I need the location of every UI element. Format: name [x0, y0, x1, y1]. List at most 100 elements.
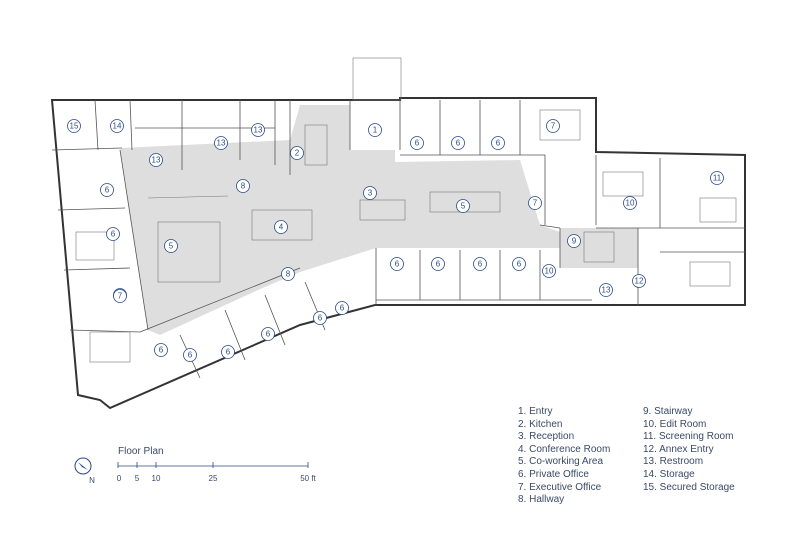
room-tag-circle [290, 146, 304, 160]
room-tag-circle [335, 301, 349, 315]
room-tag-circle [491, 136, 505, 150]
room-tag-circle [261, 327, 275, 341]
room-tag-label: 6 [188, 351, 193, 360]
room-tag-circle [281, 267, 295, 281]
room-tag-label: 14 [113, 122, 122, 131]
room-tag-circle [710, 171, 724, 185]
legend-item: 2. Kitchen [518, 418, 563, 430]
room-tag-circle [567, 234, 581, 248]
conference-floor [228, 196, 345, 278]
room-tag-circle [368, 123, 382, 137]
room-tag-label: 8 [241, 182, 246, 191]
room-tag-label: 10 [545, 267, 554, 276]
room-tag-label: 9 [572, 237, 577, 246]
room-tag-circle [149, 153, 163, 167]
room-tag-label: 6 [395, 260, 400, 269]
legend-item: 14. Storage [643, 468, 695, 480]
scale-bar: 0 5 10 25 50 ft [117, 462, 317, 483]
scale-tick-0: 0 [117, 474, 122, 483]
room-tag-circle [546, 119, 560, 133]
room-tag-label: 13 [254, 126, 263, 135]
room-tag-circle [110, 119, 124, 133]
room-tag-label: 6 [436, 260, 441, 269]
north-label: N [89, 476, 95, 485]
legend-item: 13. Restroom [643, 456, 704, 468]
legend-column-2: 9. Stairway 10. Edit Room 11. Screening … [643, 406, 735, 494]
room-tag-label: 5 [169, 242, 174, 251]
room-tag-circle [431, 257, 445, 271]
legend-item: 3. Reception [518, 431, 575, 443]
scale-tick-10: 10 [152, 474, 161, 483]
room-tag-circle [236, 179, 250, 193]
room-tag-label: 7 [551, 122, 556, 131]
room-tag-circle [251, 123, 265, 137]
room-tag-label: 6 [340, 304, 345, 313]
legend-item: 5. Co-working Area [518, 456, 604, 468]
room-tag-circle [214, 136, 228, 150]
room-tag-circle [451, 136, 465, 150]
room-tag-label: 6 [226, 348, 231, 357]
room-tag-circle [113, 289, 127, 303]
legend-item: 11. Screening Room [643, 431, 734, 443]
room-tag-label: 10 [626, 199, 635, 208]
furniture [75, 57, 737, 363]
room-tag-circle [313, 311, 327, 325]
room-tag-circle [623, 196, 637, 210]
room-tag-circle [106, 227, 120, 241]
scale-tick-5: 5 [135, 474, 140, 483]
room-tag-circle [632, 274, 646, 288]
room-tag-label: 1 [373, 126, 378, 135]
room-tag-label: 6 [496, 139, 501, 148]
room-tag-circle [67, 119, 81, 133]
legend-item: 7. Executive Office [518, 481, 602, 493]
room-tag-circle [528, 196, 542, 210]
plan-title: Floor Plan [118, 446, 164, 457]
room-tag-circle [164, 239, 178, 253]
legend-item: 8. Hallway [518, 494, 565, 506]
room-tag-circle [599, 283, 613, 297]
legend-item: 15. Secured Storage [643, 481, 735, 493]
room-tag-label: 5 [461, 202, 466, 211]
legend-column-1: 1. Entry 2. Kitchen 3. Reception 4. Conf… [518, 406, 610, 507]
room-tag-label: 7 [533, 199, 538, 208]
room-tag-circle [410, 136, 424, 150]
room-tag-label: 13 [152, 156, 161, 165]
room-tag-label: 6 [318, 314, 323, 323]
room-tag-circle [390, 257, 404, 271]
room-tag-label: 6 [111, 230, 116, 239]
room-tag-label: 6 [456, 139, 461, 148]
room-tag-label: 15 [70, 122, 79, 131]
room-tag-circle [542, 264, 556, 278]
room-tag-circle [274, 220, 288, 234]
room-tag-label: 8 [286, 270, 291, 279]
room-tag-label: 2 [295, 149, 300, 158]
scale-tick-50: 50 ft [300, 474, 316, 483]
room-tag-label: 6 [159, 346, 164, 355]
legend-item: 10. Edit Room [643, 418, 707, 430]
legend-item: 4. Conference Room [518, 443, 611, 455]
room-tag-label: 6 [517, 260, 522, 269]
room-tag-circle [363, 186, 377, 200]
outer-wall [50, 97, 746, 410]
room-tag-circle [473, 257, 487, 271]
room-tag-circle [154, 343, 168, 357]
room-tag-circle [183, 348, 197, 362]
room-tag-label: 6 [105, 186, 110, 195]
room-tag-label: 13 [602, 286, 611, 295]
room-tag-label: 6 [415, 139, 420, 148]
room-tag-circle [100, 183, 114, 197]
legend-item: 1. Entry [518, 406, 553, 417]
room-tag-label: 6 [478, 260, 483, 269]
room-tag-label: 3 [368, 189, 373, 198]
legend-item: 6. Private Office [518, 468, 589, 480]
scale-tick-25: 25 [209, 474, 218, 483]
room-tag-label: 6 [266, 330, 271, 339]
room-tag-label: 11 [713, 174, 722, 183]
room-tag-label: 12 [635, 277, 644, 286]
room-tag-circle [221, 345, 235, 359]
room-tag-label: 7 [118, 292, 123, 301]
north-arrow: N [74, 457, 95, 485]
legend-item: 12. Annex Entry [643, 443, 714, 455]
room-tags: 1514131313216667683571011654689666610121… [67, 119, 724, 362]
